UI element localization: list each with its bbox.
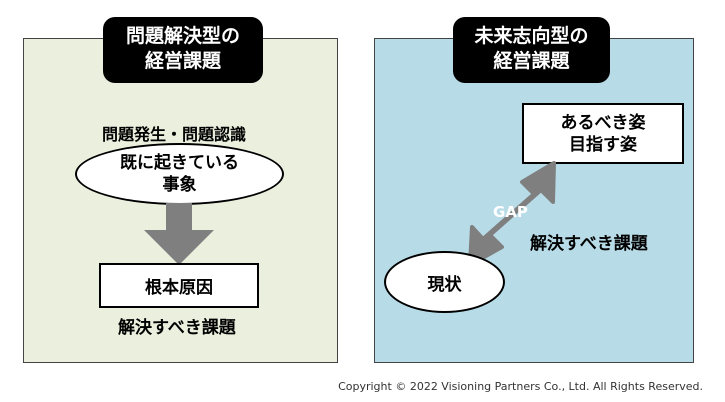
future-oriented-title: 未来志向型の 経営課題 (453, 17, 610, 83)
root-cause-box: 根本原因 (99, 263, 259, 308)
current-state-ellipse: 現状 (384, 251, 505, 313)
problem-solving-title: 問題解決型の 経営課題 (103, 17, 263, 83)
down-arrow-shape (144, 203, 214, 265)
left-issue-label: 解決すべき課題 (118, 318, 236, 338)
gap-label: GAP (493, 203, 528, 221)
ideal-state-box: あるべき姿 目指す姿 (522, 103, 684, 164)
existing-event-ellipse: 既に起きている 事象 (75, 143, 284, 205)
copyright-text: Copyright © 2022 Visioning Partners Co.,… (338, 380, 703, 393)
right-issue-label: 解決すべき課題 (530, 234, 648, 254)
down-arrow (144, 203, 214, 265)
problem-occurrence-label: 問題発生・問題認識 (102, 125, 247, 144)
